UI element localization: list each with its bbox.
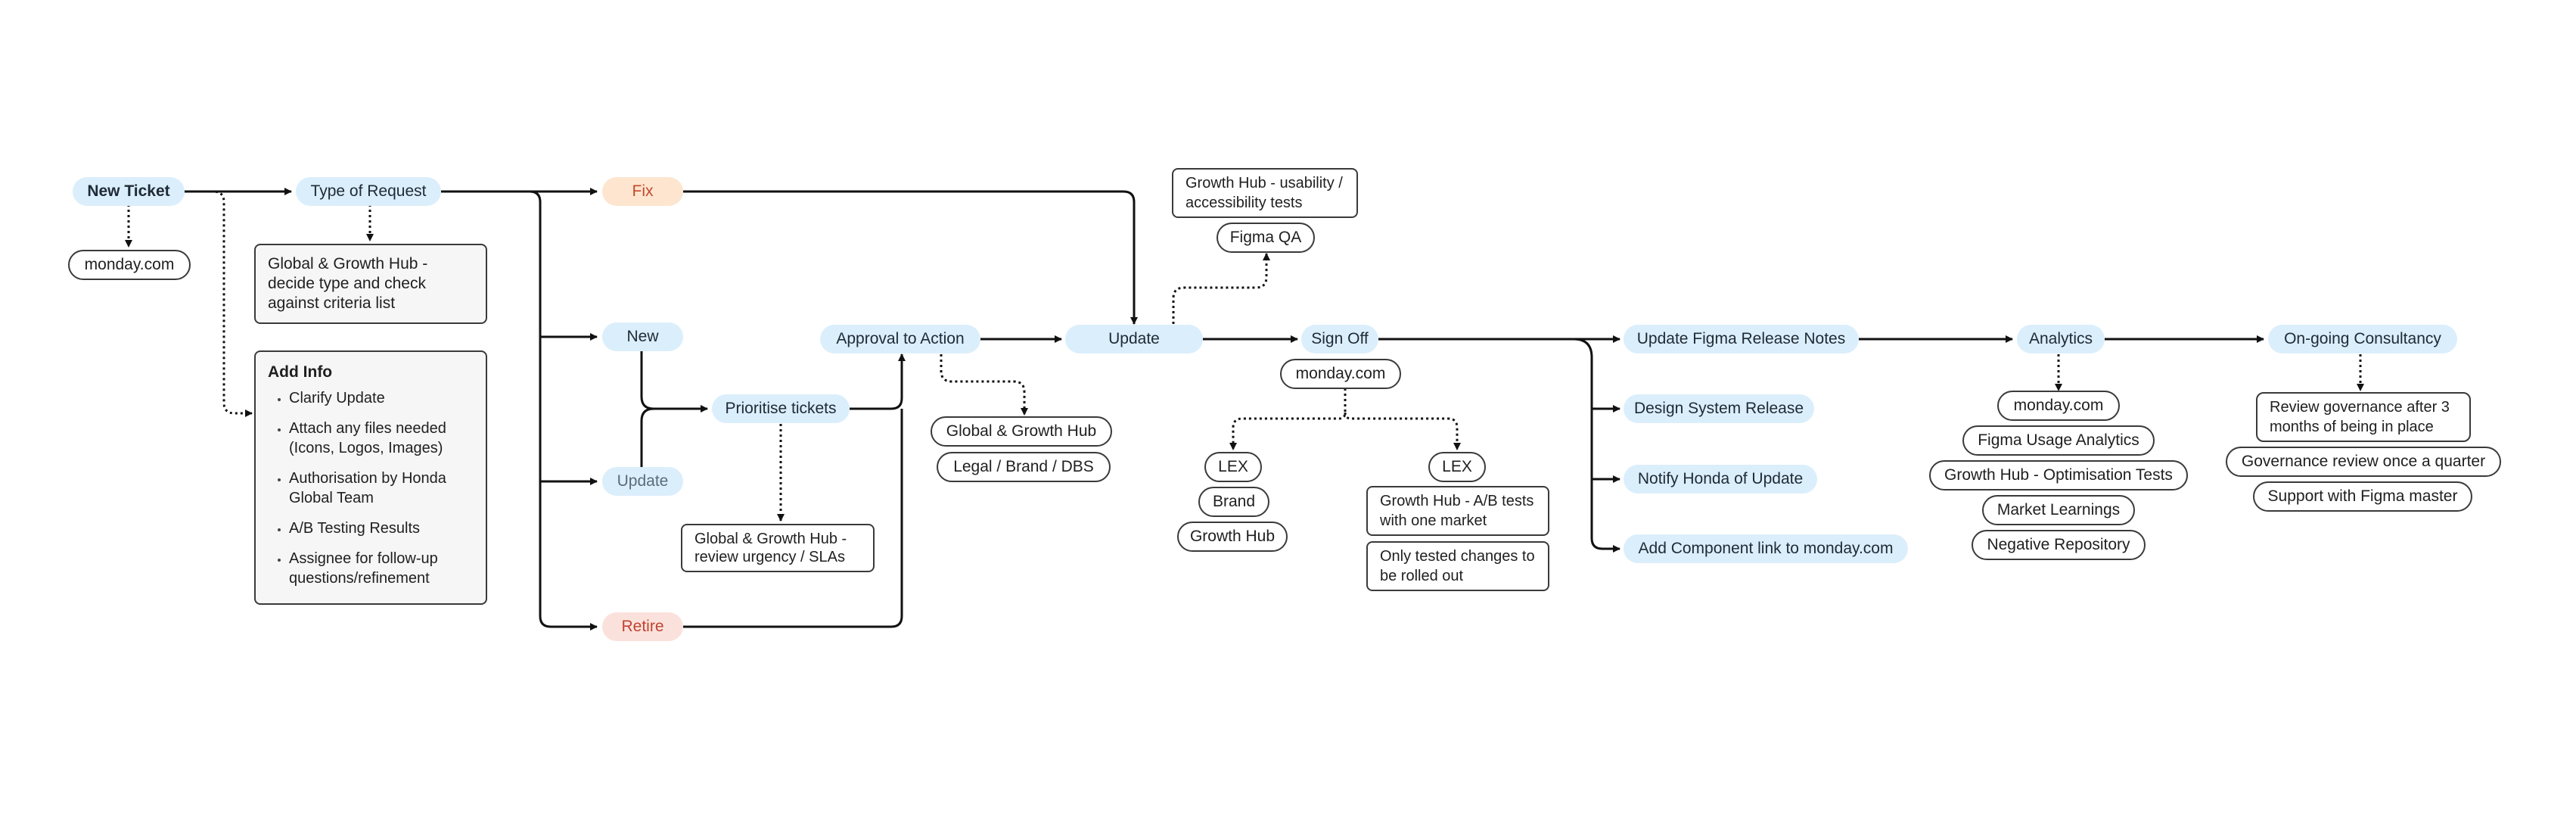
support-figma-node[interactable]: Support with Figma master bbox=[2253, 481, 2472, 512]
new-ticket-node[interactable]: New Ticket bbox=[73, 177, 185, 206]
add-info-item: Assignee for follow-up questions/refinem… bbox=[289, 549, 474, 588]
usability-tests-box: Growth Hub - usability / accessibility t… bbox=[1172, 168, 1358, 218]
review-governance-text: Review governance after 3 months of bein… bbox=[2270, 399, 2450, 435]
rolled-out-text: Only tested changes to be rolled out bbox=[1380, 548, 1535, 584]
decide-type-text: Global & Growth Hub - decide type and ch… bbox=[268, 255, 428, 312]
release-notes-node[interactable]: Update Figma Release Notes bbox=[1624, 325, 1859, 353]
edge-newticket-addinfo bbox=[184, 190, 253, 417]
approval-legal-node[interactable]: Legal / Brand / DBS bbox=[937, 452, 1111, 482]
edge-monday-lexes bbox=[1229, 388, 1347, 450]
approval-to-action-node[interactable]: Approval to Action bbox=[820, 325, 980, 353]
governance-quarter-node[interactable]: Governance review once a quarter bbox=[2226, 447, 2501, 477]
monday-ticket-node[interactable]: monday.com bbox=[68, 250, 191, 280]
edge-monday-lexright bbox=[1344, 412, 1461, 450]
review-governance-box: Review governance after 3 months of bein… bbox=[2256, 392, 2471, 442]
edge-type-branch bbox=[529, 190, 598, 631]
sign-off-node[interactable]: Sign Off bbox=[1301, 325, 1378, 353]
decide-type-box: Global & Growth Hub - decide type and ch… bbox=[254, 244, 487, 324]
optimisation-node[interactable]: Growth Hub - Optimisation Tests bbox=[1929, 460, 2188, 490]
rolled-out-box: Only tested changes to be rolled out bbox=[1366, 541, 1549, 591]
prioritise-tickets-node[interactable]: Prioritise tickets bbox=[712, 394, 850, 423]
fix-node[interactable]: Fix bbox=[602, 177, 683, 206]
retire-node[interactable]: Retire bbox=[602, 612, 683, 641]
add-info-list: Clarify Update Attach any files needed (… bbox=[268, 388, 474, 588]
lex-right-node[interactable]: LEX bbox=[1428, 452, 1486, 482]
notify-honda-node[interactable]: Notify Honda of Update bbox=[1624, 465, 1817, 494]
edge-fix-update bbox=[683, 190, 1138, 325]
edge-approval-global bbox=[940, 354, 1028, 416]
edge-update-figmaqa bbox=[1172, 253, 1270, 324]
update-main-node[interactable]: Update bbox=[1065, 325, 1203, 353]
figma-qa-node[interactable]: Figma QA bbox=[1217, 223, 1315, 253]
market-learnings-node[interactable]: Market Learnings bbox=[1982, 495, 2135, 525]
edge-new-prioritise bbox=[640, 349, 708, 413]
usage-analytics-node[interactable]: Figma Usage Analytics bbox=[1962, 425, 2155, 456]
ab-tests-text: Growth Hub - A/B tests with one market bbox=[1380, 493, 1534, 529]
add-info-item: A/B Testing Results bbox=[289, 518, 474, 538]
lex-left-node[interactable]: LEX bbox=[1204, 452, 1262, 482]
add-info-item: Authorisation by Honda Global Team bbox=[289, 469, 474, 508]
edge-retire-approval bbox=[683, 409, 903, 628]
add-info-box: Add Info Clarify Update Attach any files… bbox=[254, 350, 487, 605]
consultancy-node[interactable]: On-going Consultancy bbox=[2268, 325, 2457, 353]
ab-tests-box: Growth Hub - A/B tests with one market bbox=[1366, 486, 1549, 536]
edge-prioritise-approval bbox=[850, 353, 906, 410]
approval-global-node[interactable]: Global & Growth Hub bbox=[931, 416, 1112, 447]
edge-update-prioritise bbox=[640, 407, 654, 469]
monday-analytics-node[interactable]: monday.com bbox=[1997, 391, 2120, 421]
negative-repo-node[interactable]: Negative Repository bbox=[1972, 530, 2146, 560]
analytics-node[interactable]: Analytics bbox=[2017, 325, 2105, 353]
brand-node[interactable]: Brand bbox=[1198, 487, 1269, 517]
component-link-node[interactable]: Add Component link to monday.com bbox=[1624, 534, 1908, 563]
usability-tests-text: Growth Hub - usability / accessibility t… bbox=[1185, 175, 1343, 211]
add-info-item: Attach any files needed (Icons, Logos, I… bbox=[289, 419, 474, 458]
edge-release-branch bbox=[1573, 338, 1620, 553]
type-of-request-node[interactable]: Type of Request bbox=[296, 177, 441, 206]
review-urgency-box: Global & Growth Hub - review urgency / S… bbox=[681, 524, 875, 572]
ds-release-node[interactable]: Design System Release bbox=[1624, 394, 1814, 423]
growth-hub-node[interactable]: Growth Hub bbox=[1177, 522, 1288, 552]
update-type-node[interactable]: Update bbox=[602, 467, 683, 496]
new-node[interactable]: New bbox=[602, 322, 683, 351]
add-info-title: Add Info bbox=[268, 363, 333, 381]
monday-signoff-node[interactable]: monday.com bbox=[1280, 359, 1401, 389]
add-info-item: Clarify Update bbox=[289, 388, 474, 408]
review-urgency-text: Global & Growth Hub - review urgency / S… bbox=[694, 531, 847, 565]
